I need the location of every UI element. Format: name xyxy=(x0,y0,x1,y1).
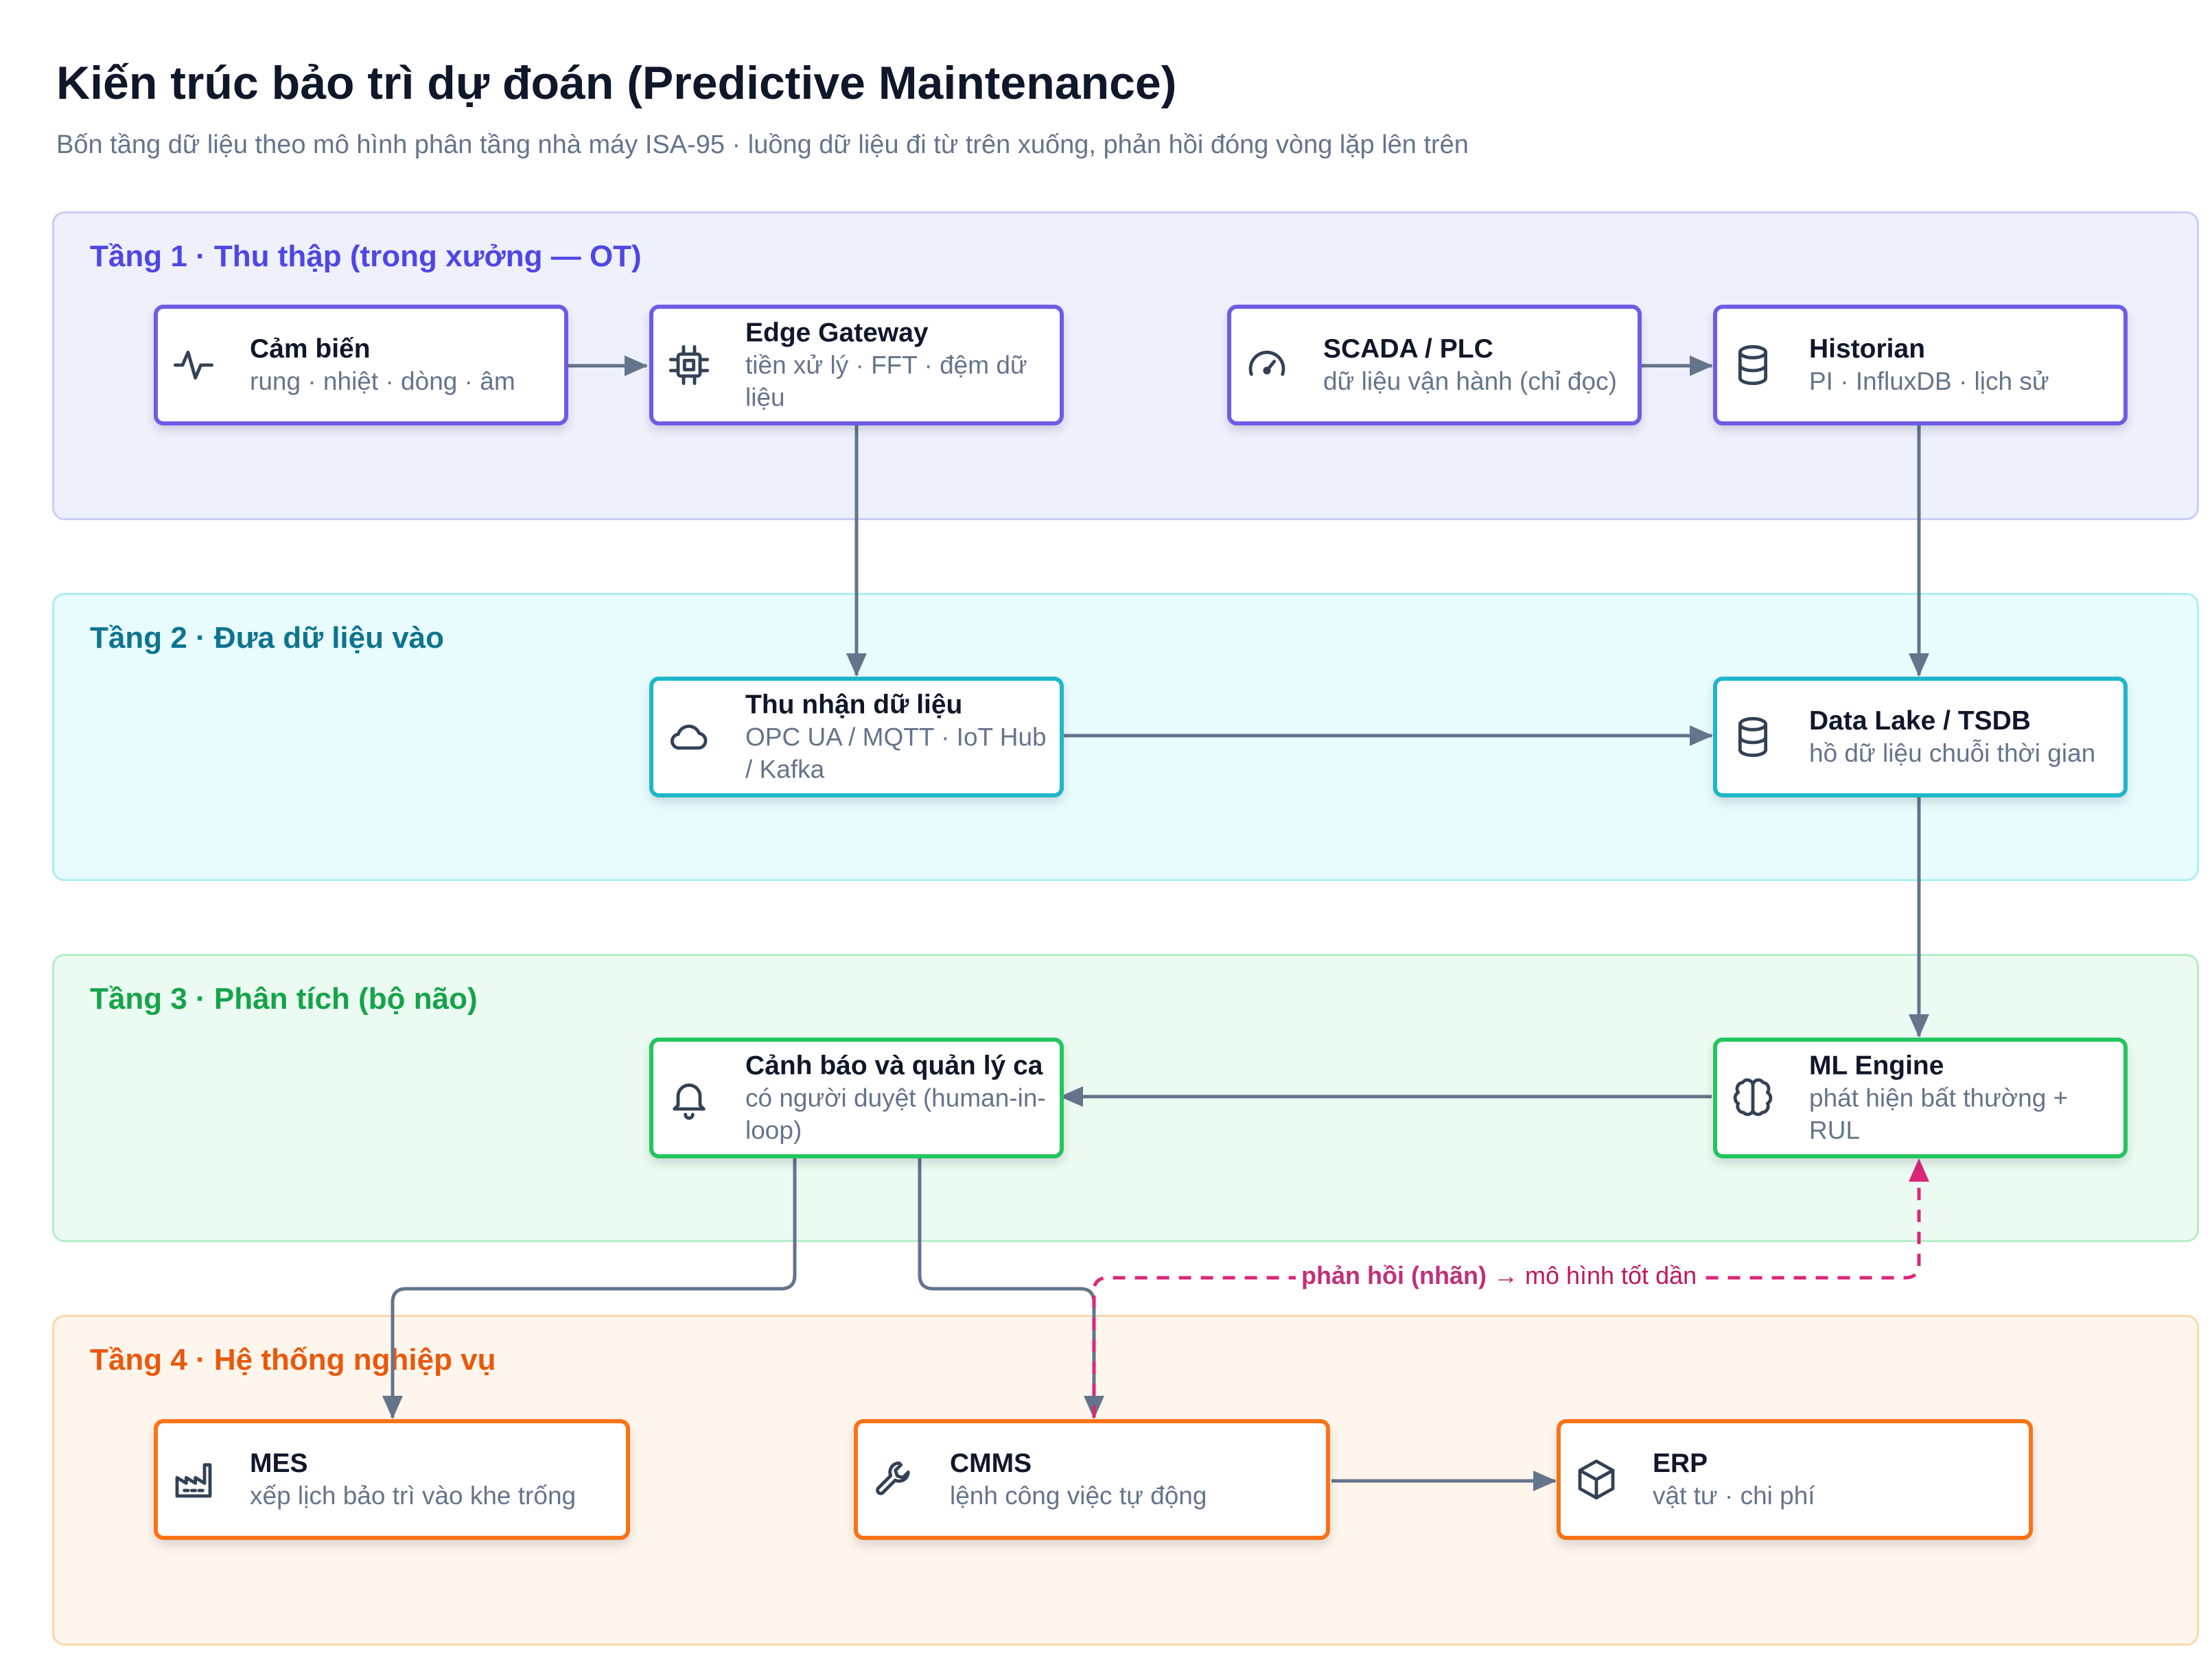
node-title: Cảnh báo và quản lý ca xyxy=(745,1051,1043,1081)
node-edge-gateway[interactable]: Edge Gateway tiền xử lý · FFT · đệm dữ l… xyxy=(649,305,1064,425)
node-title: Cảm biến xyxy=(250,334,371,364)
node-subtitle: lệnh công việc tự động xyxy=(950,1482,1207,1510)
node-subtitle: tiền xử lý · FFT · đệm dữ liệu xyxy=(745,351,1027,412)
node-title: Data Lake / TSDB xyxy=(1809,706,2031,736)
node-title: ML Engine xyxy=(1809,1051,1944,1081)
node-scada[interactable]: SCADA / PLC dữ liệu vận hành (chỉ đọc) xyxy=(1227,305,1642,425)
layer-1-title: Tầng 1 · Thu thập (trong xưởng — OT) xyxy=(90,239,642,273)
node-subtitle: xếp lịch bảo trì vào khe trống xyxy=(250,1482,577,1510)
node-title: Historian xyxy=(1809,334,1926,364)
node-title: SCADA / PLC xyxy=(1323,334,1493,364)
node-subtitle: hồ dữ liệu chuỗi thời gian xyxy=(1809,739,2096,767)
node-subtitle: PI · InfluxDB · lịch sử xyxy=(1809,367,2049,395)
chip-icon xyxy=(667,343,711,387)
node-subtitle: phát hiện bất thường + RUL xyxy=(1809,1084,2069,1145)
node-alerts[interactable]: Cảnh báo và quản lý ca có người duyệt (h… xyxy=(649,1038,1064,1158)
node-cmms[interactable]: CMMS lệnh công việc tự động xyxy=(854,1419,1330,1540)
gauge-icon xyxy=(1245,343,1289,387)
cloud-icon xyxy=(667,715,711,759)
layer-4-title: Tầng 4 · Hệ thống nghiệp vụ xyxy=(90,1343,496,1377)
layer-2-title: Tầng 2 · Đưa dữ liệu vào xyxy=(90,621,445,655)
node-ingestion[interactable]: Thu nhận dữ liệu OPC UA / MQTT · IoT Hub… xyxy=(649,677,1064,797)
node-data-lake[interactable]: Data Lake / TSDB hồ dữ liệu chuỗi thời g… xyxy=(1713,677,2128,797)
node-subtitle: có người duyệt (human-in-loop) xyxy=(745,1084,1046,1145)
node-subtitle: vật tư · chi phí xyxy=(1653,1482,1815,1510)
node-subtitle: OPC UA / MQTT · IoT Hub / Kafka xyxy=(745,723,1047,784)
feedback-label-rest: → mô hình tốt dần xyxy=(1486,1261,1697,1289)
node-mes[interactable]: MES xếp lịch bảo trì vào khe trống xyxy=(154,1419,630,1540)
feedback-label: phản hồi (nhãn) → mô hình tốt dần xyxy=(1296,1261,1703,1290)
brain-icon xyxy=(1731,1076,1775,1120)
layer-3-title: Tầng 3 · Phân tích (bộ não) xyxy=(90,982,478,1016)
node-title: CMMS xyxy=(950,1449,1032,1478)
node-subtitle: dữ liệu vận hành (chỉ đọc) xyxy=(1323,367,1617,395)
wrench-icon xyxy=(872,1458,916,1501)
box-icon xyxy=(1574,1458,1618,1501)
node-historian[interactable]: Historian PI · InfluxDB · lịch sử xyxy=(1713,305,2128,425)
database-icon xyxy=(1731,343,1775,387)
pulse-icon xyxy=(172,343,216,387)
node-erp[interactable]: ERP vật tư · chi phí xyxy=(1557,1419,2033,1540)
node-sensors[interactable]: Cảm biến rung · nhiệt · dòng · âm xyxy=(154,305,568,425)
node-subtitle: rung · nhiệt · dòng · âm xyxy=(250,367,515,395)
factory-icon xyxy=(172,1458,216,1501)
feedback-label-bold: phản hồi (nhãn) xyxy=(1301,1261,1487,1289)
node-ml-engine[interactable]: ML Engine phát hiện bất thường + RUL xyxy=(1713,1038,2128,1158)
node-title: Thu nhận dữ liệu xyxy=(745,690,963,720)
page-title: Kiến trúc bảo trì dự đoán (Predictive Ma… xyxy=(56,57,1177,109)
database-icon xyxy=(1731,715,1775,759)
node-title: Edge Gateway xyxy=(745,318,929,348)
node-title: MES xyxy=(250,1449,308,1478)
bell-icon xyxy=(667,1076,711,1120)
page-subtitle: Bốn tầng dữ liệu theo mô hình phân tầng … xyxy=(56,130,1469,159)
node-title: ERP xyxy=(1653,1449,1708,1478)
